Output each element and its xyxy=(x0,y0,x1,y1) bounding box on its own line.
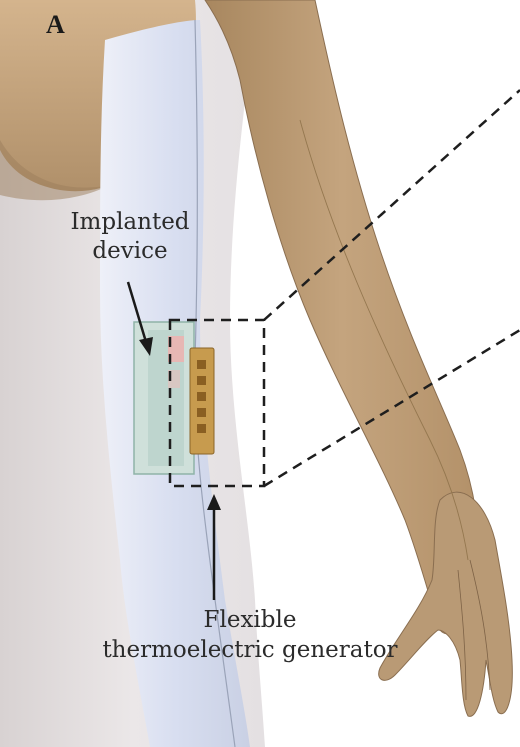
teg-label: Flexible thermoelectric generator xyxy=(100,605,400,665)
teg-label-line1: Flexible xyxy=(100,605,400,635)
panel-letter: A xyxy=(46,10,65,40)
teg-label-line2: thermoelectric generator xyxy=(100,635,400,665)
implanted-label-line2: device xyxy=(50,237,210,266)
implanted-device-label: Implanted device xyxy=(50,208,210,266)
implanted-label-line1: Implanted xyxy=(50,208,210,237)
